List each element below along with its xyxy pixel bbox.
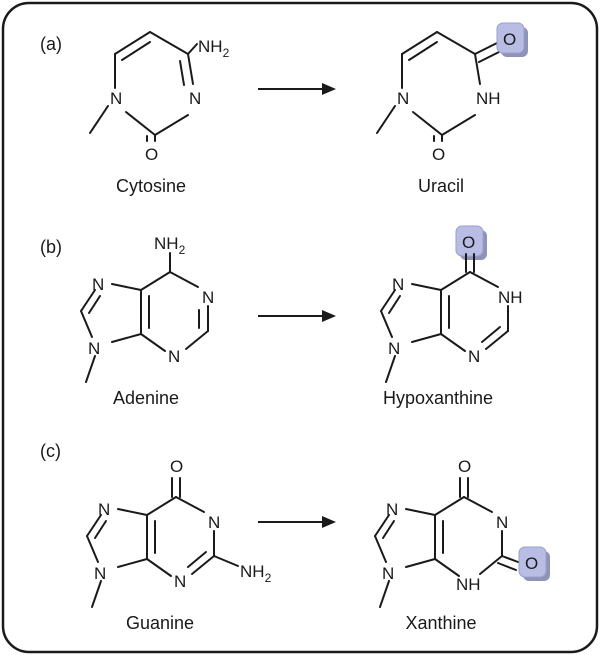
guanine-n3: N <box>174 572 186 591</box>
panel-b: (b) NH2 N N N N Adenine <box>40 225 523 408</box>
xanthine-keto-oxygen: O <box>458 457 471 476</box>
reaction-arrow-a <box>258 83 336 95</box>
guanine-amine: NH2 <box>240 562 272 585</box>
uracil-n1: N <box>397 89 409 108</box>
uracil-oxygen: O <box>432 145 445 164</box>
guanine-n1: N <box>208 513 220 532</box>
adenine-amine: NH2 <box>154 234 186 257</box>
uracil-new-oxygen-highlight <box>496 22 528 57</box>
adenine-n1: N <box>202 288 214 307</box>
cytosine-amine: NH2 <box>198 37 230 60</box>
adenine-name: Adenine <box>113 388 179 408</box>
uracil-keto-oxygen: O <box>503 30 516 49</box>
xanthine-structure: O N NH N N O <box>374 457 550 608</box>
hypoxanthine-n7: N <box>392 275 404 294</box>
hypoxanthine-structure: O NH N N N <box>380 225 523 383</box>
hypoxanthine-n3: N <box>468 347 480 366</box>
hypoxanthine-new-oxygen-highlight <box>455 225 487 260</box>
uracil-structure: O NH N O <box>376 22 528 164</box>
cytosine-structure: NH2 N N O <box>89 31 230 164</box>
reaction-arrow-b <box>258 310 336 322</box>
xanthine-new-oxygen: O <box>525 554 538 573</box>
adenine-structure: NH2 N N N N <box>80 234 214 383</box>
xanthine-n1: N <box>496 513 508 532</box>
reaction-arrow-c <box>258 516 336 528</box>
panel-label-b: (b) <box>40 237 62 257</box>
guanine-n9: N <box>94 564 106 583</box>
cytosine-n1: N <box>110 89 122 108</box>
guanine-n7: N <box>98 500 110 519</box>
cytosine-oxygen: O <box>145 145 158 164</box>
panel-label-c: (c) <box>40 441 61 461</box>
cytosine-name: Cytosine <box>116 176 186 196</box>
xanthine-new-oxygen-highlight <box>518 546 550 581</box>
panel-c: (c) O N N N N NH2 Guanine <box>40 441 550 633</box>
hypoxanthine-n9: N <box>388 339 400 358</box>
uracil-nh: NH <box>476 89 501 108</box>
panel-label-a: (a) <box>40 34 62 54</box>
panel-a: (a) NH2 N N O Cytosine <box>40 22 528 196</box>
hypoxanthine-nh: NH <box>498 288 523 307</box>
xanthine-n9: N <box>382 564 394 583</box>
xanthine-nh: NH <box>456 575 481 594</box>
hypoxanthine-keto-oxygen: O <box>462 233 475 252</box>
guanine-keto-oxygen: O <box>170 457 183 476</box>
xanthine-name: Xanthine <box>405 613 476 633</box>
hypoxanthine-name: Hypoxanthine <box>383 388 493 408</box>
guanine-structure: O N N N N NH2 <box>86 457 272 608</box>
adenine-n9: N <box>88 339 100 358</box>
adenine-n3: N <box>168 347 180 366</box>
adenine-n7: N <box>92 275 104 294</box>
uracil-name: Uracil <box>418 176 464 196</box>
xanthine-n7: N <box>386 500 398 519</box>
cytosine-n3: N <box>189 89 201 108</box>
guanine-name: Guanine <box>126 613 194 633</box>
